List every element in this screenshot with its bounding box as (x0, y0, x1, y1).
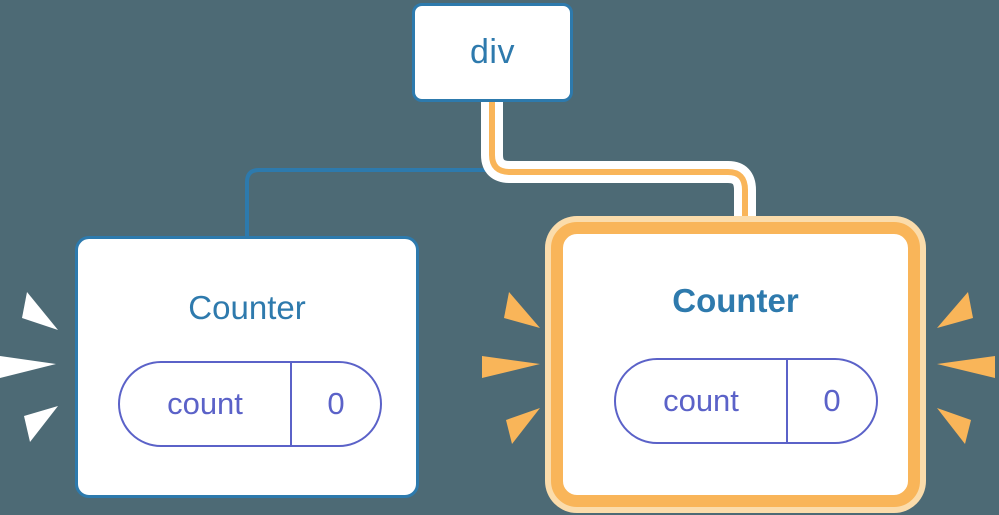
edge-div-to-left-counter (245, 102, 494, 238)
counter-right-state-key: count (663, 383, 739, 418)
node-counter-left[interactable]: Counter count 0 (75, 236, 419, 498)
counter-right-state-pill: count 0 (614, 358, 878, 444)
edge-div-to-right-counter (489, 102, 748, 240)
counter-left-state-value: 0 (290, 363, 380, 445)
node-counter-right[interactable]: Counter count 0 (551, 222, 920, 507)
counter-left-state-pill: count 0 (118, 361, 382, 447)
counter-left-title: Counter (188, 289, 306, 326)
node-div[interactable]: div (412, 3, 573, 102)
counter-right-title: Counter (672, 282, 799, 319)
counter-left-state-key: count (167, 386, 243, 421)
node-div-label: div (470, 33, 515, 71)
counter-right-state-value: 0 (786, 360, 876, 442)
